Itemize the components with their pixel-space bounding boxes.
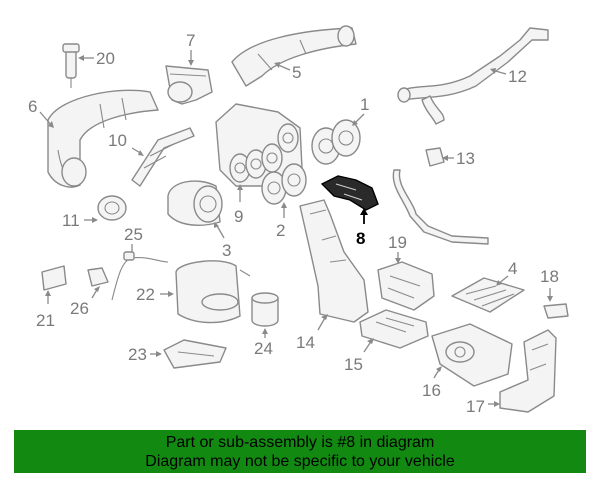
callout-20: 20 (78, 49, 115, 68)
part-15-plate[interactable] (359, 309, 429, 349)
part-8-highlighted[interactable] (320, 175, 379, 211)
callout-23: 23 (128, 345, 162, 364)
part-24-cylinder[interactable] (251, 292, 279, 327)
banner-line-1: Part or sub-assembly is #8 in diagram (165, 434, 435, 451)
banner-line-2: Diagram may not be specific to your vehi… (145, 453, 455, 470)
callout-15: 15 (344, 338, 374, 374)
parts-diagram: 20 6 7 5 12 (28, 25, 569, 416)
svg-text:22: 22 (136, 285, 155, 304)
part-18-clip[interactable] (543, 303, 569, 319)
part-21-connector[interactable] (41, 265, 67, 291)
svg-text:26: 26 (70, 299, 89, 318)
svg-text:7: 7 (186, 31, 195, 50)
part-11-ring[interactable] (97, 195, 127, 221)
svg-text:23: 23 (128, 345, 147, 364)
svg-text:15: 15 (344, 355, 363, 374)
callout-19: 19 (388, 233, 407, 264)
svg-text:4: 4 (508, 259, 517, 278)
svg-text:8: 8 (356, 229, 365, 248)
callout-16: 16 (422, 366, 442, 400)
callout-6: 6 (28, 97, 54, 128)
diagram-canvas: 20 6 7 5 12 (28, 25, 569, 416)
part-7-elbow[interactable] (165, 65, 213, 105)
svg-text:5: 5 (292, 63, 301, 82)
svg-text:2: 2 (276, 221, 285, 240)
callout-24: 24 (254, 328, 273, 358)
svg-text:9: 9 (234, 207, 243, 226)
part-17-duct[interactable] (499, 329, 557, 413)
callout-5: 5 (274, 62, 301, 82)
svg-text:17: 17 (466, 397, 485, 416)
svg-text:25: 25 (124, 225, 143, 244)
callout-25: 25 (124, 225, 143, 252)
part-14-duct[interactable] (299, 199, 369, 323)
callout-10: 10 (108, 131, 144, 156)
part-16-blower[interactable] (431, 323, 513, 387)
callout-3: 3 (214, 222, 231, 260)
callout-9: 9 (234, 184, 243, 226)
callout-1: 1 (352, 95, 369, 126)
svg-text:20: 20 (96, 49, 115, 68)
callout-18: 18 (540, 267, 559, 302)
svg-text:24: 24 (254, 339, 273, 358)
part-26-connector[interactable] (87, 267, 109, 287)
part-20-sensor[interactable] (62, 43, 80, 88)
svg-text:3: 3 (222, 241, 231, 260)
svg-text:14: 14 (296, 333, 315, 352)
svg-text:11: 11 (62, 211, 80, 230)
part-22-unit[interactable] (175, 260, 251, 324)
callout-2: 2 (276, 202, 287, 240)
part-2-vent-outlet[interactable] (261, 163, 307, 205)
part-4-filter[interactable] (451, 277, 525, 313)
callout-26: 26 (70, 286, 100, 318)
svg-text:10: 10 (108, 131, 127, 150)
callout-17: 17 (466, 397, 500, 416)
svg-text:13: 13 (456, 149, 475, 168)
callout-21: 21 (36, 290, 55, 330)
svg-text:6: 6 (28, 97, 37, 116)
info-banner: Part or sub-assembly is #8 in diagram Di… (14, 430, 586, 473)
part-19-module[interactable] (377, 261, 435, 311)
svg-text:18: 18 (540, 267, 559, 286)
callout-8: 8 (356, 208, 368, 248)
part-10-bracket[interactable] (131, 127, 195, 187)
part-23-tray[interactable] (163, 339, 227, 369)
callout-13: 13 (442, 149, 475, 168)
svg-text:1: 1 (360, 95, 369, 114)
callout-4: 4 (496, 259, 517, 286)
svg-text:19: 19 (388, 233, 407, 252)
svg-text:16: 16 (422, 381, 441, 400)
callout-14: 14 (296, 314, 328, 352)
part-5-duct[interactable] (231, 25, 357, 87)
part-3-round-vent[interactable] (167, 180, 223, 226)
part-1-vent-outlet[interactable] (311, 119, 361, 165)
svg-text:21: 21 (36, 311, 55, 330)
part-25-cable[interactable] (111, 251, 169, 301)
callout-11: 11 (62, 211, 98, 230)
part-6-duct[interactable] (47, 89, 159, 188)
callout-12: 12 (490, 67, 527, 86)
callout-22: 22 (136, 285, 174, 304)
svg-text:12: 12 (508, 67, 527, 86)
callout-7: 7 (186, 31, 195, 66)
part-13-clip[interactable] (392, 147, 489, 245)
part-12-tube[interactable] (397, 27, 549, 125)
